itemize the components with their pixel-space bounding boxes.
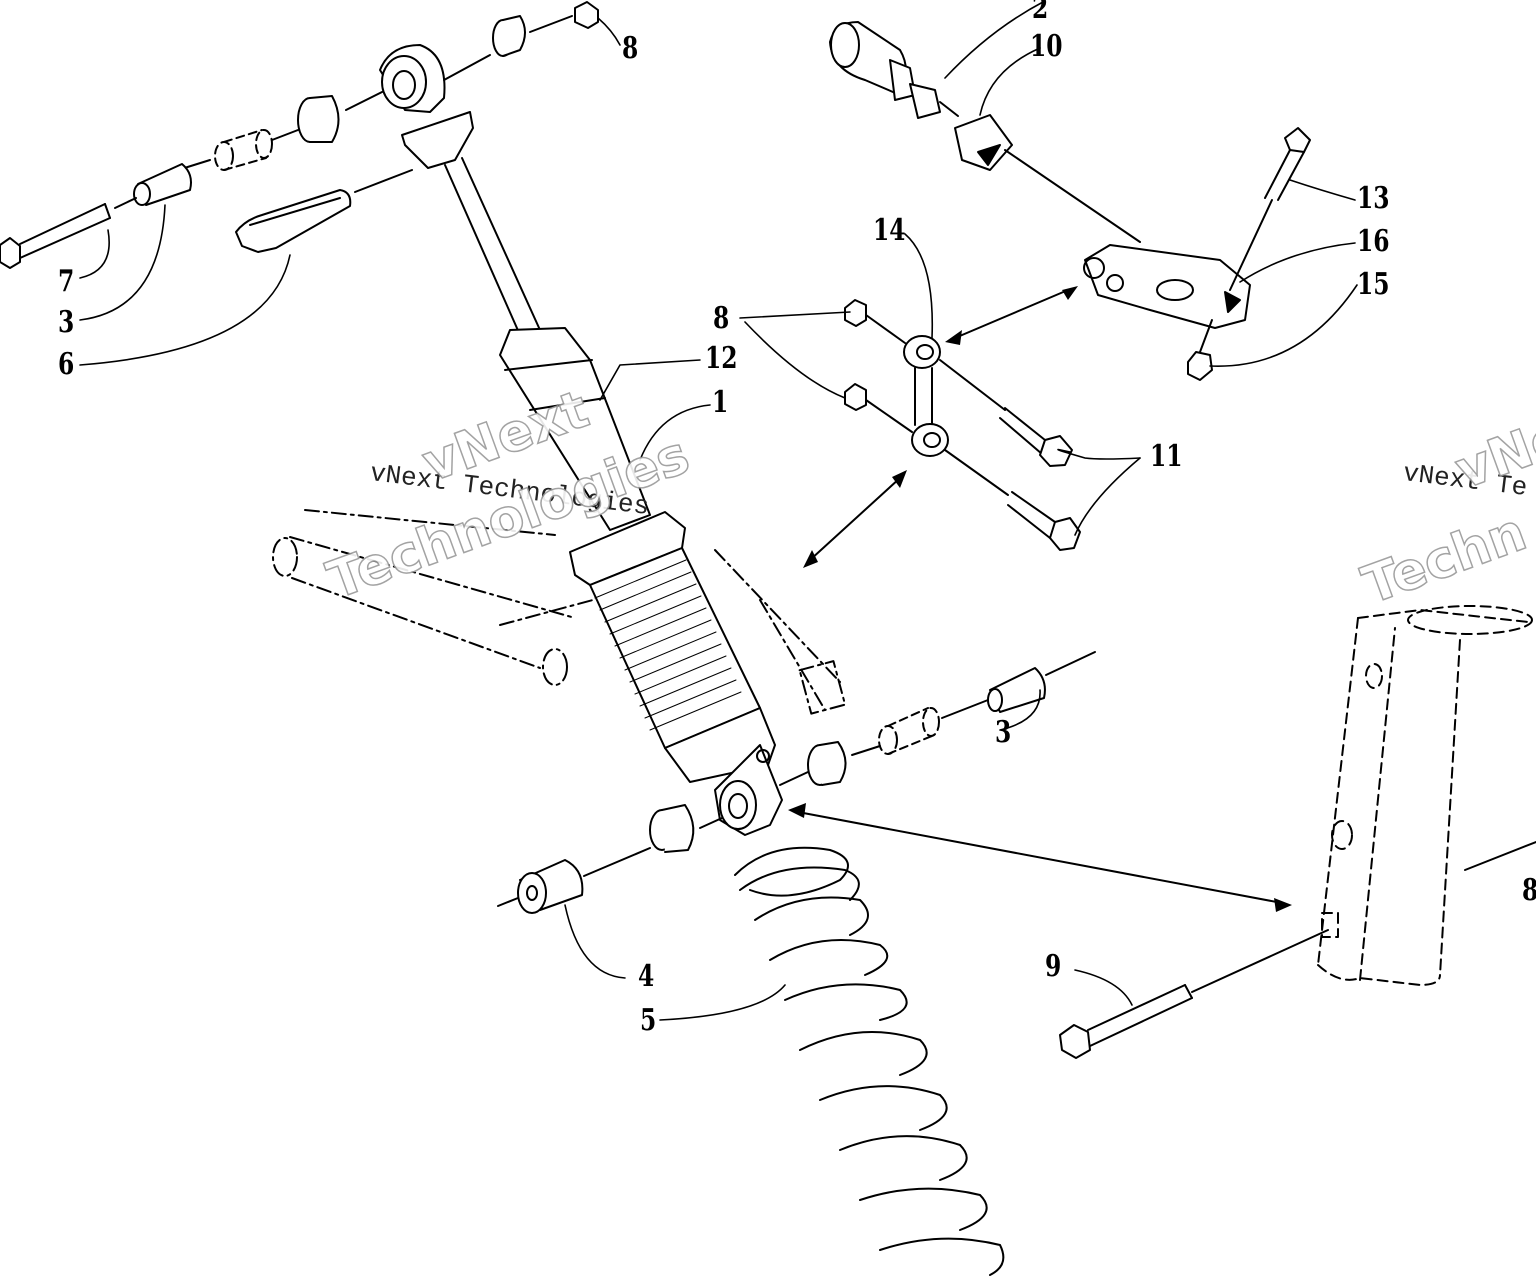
shock-absorber: [380, 45, 782, 835]
top-mount-hardware: [0, 2, 598, 268]
callout-7: 7: [58, 264, 75, 299]
callout-9: 9: [1045, 949, 1062, 984]
callout-8-link: 8: [713, 301, 730, 336]
tower-leader-line: [1465, 842, 1536, 870]
double-arrows: [798, 290, 1282, 903]
leader-lines: [80, 2, 1357, 1020]
callout-13: 13: [1357, 181, 1390, 216]
callout-12: 12: [705, 341, 738, 376]
phantom-tower: [1318, 606, 1532, 985]
callout-11: 11: [1150, 439, 1183, 474]
callout-16: 16: [1357, 224, 1390, 259]
callout-15: 15: [1357, 267, 1390, 302]
lower-mount-hardware: [498, 652, 1328, 1058]
callout-10: 10: [1030, 29, 1063, 64]
coil-spring: [735, 848, 1003, 1275]
callout-4: 4: [638, 959, 655, 994]
callout-14: 14: [873, 213, 906, 248]
callout-3-lower: 3: [995, 715, 1012, 750]
damper-adjuster-knob: [830, 22, 1140, 242]
callout-3-top: 3: [58, 305, 75, 340]
callout-6: 6: [58, 347, 75, 382]
link-rod: [845, 300, 1080, 550]
callout-1: 1: [712, 385, 729, 420]
callout-5: 5: [640, 1003, 657, 1038]
callout-8-top: 8: [622, 31, 639, 66]
callout-8-right-edge: 8: [1522, 876, 1536, 906]
adjuster-lever: [1084, 128, 1310, 380]
callout-2: 2: [1032, 0, 1049, 26]
